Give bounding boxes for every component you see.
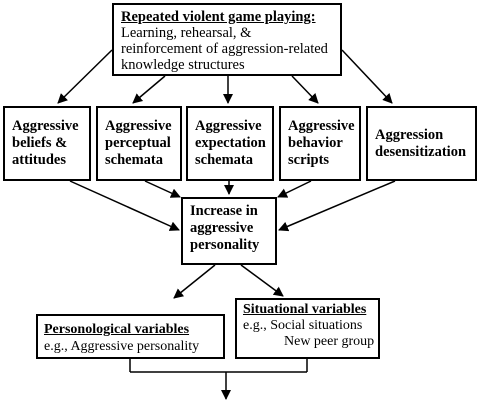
arrow-center-to-situational	[240, 264, 284, 297]
box-text-line: attitudes	[12, 152, 66, 168]
box-aggression-desensitization: Aggression desensitization	[366, 106, 477, 181]
arrow-top-to-beliefs	[57, 49, 113, 104]
box-text-line: aggressive	[190, 220, 254, 236]
personological-example: e.g., Aggressive personality	[44, 339, 200, 354]
box-text-line: perceptual	[105, 135, 171, 151]
arrow-top-to-perceptual	[132, 75, 166, 104]
box-text-line: Aggressive	[288, 118, 355, 134]
arrow-top-to-scripts	[291, 75, 319, 104]
situational-example: New peer group	[284, 334, 375, 349]
box-text-line: expectation	[195, 135, 266, 151]
box-text-line: schemata	[105, 152, 163, 168]
arrow-desensitization-to-center	[278, 180, 396, 232]
box-text-line: scripts	[288, 152, 330, 168]
top-box-title: Repeated violent game playing:	[121, 9, 316, 25]
arrow-beliefs-to-center	[69, 180, 180, 231]
top-box-line: knowledge structures	[121, 57, 245, 73]
box-text-line: behavior	[288, 135, 343, 151]
box-text-line: Increase in	[190, 203, 258, 219]
box-text-line: Aggression	[375, 126, 444, 143]
top-box-line: reinforcement of aggression-related	[121, 41, 328, 57]
box-aggressive-perceptual-schemata: Aggressive perceptual schemata	[96, 106, 182, 181]
box-personological-variables: Personological variables e.g., Aggressiv…	[36, 314, 225, 359]
box-aggressive-expectation-schemata: Aggressive expectation schemata	[186, 106, 274, 181]
box-text-line: Aggressive	[195, 118, 262, 134]
box-situational-variables: Situational variables e.g., Social situa…	[235, 298, 380, 359]
box-repeated-violent-game-playing: Repeated violent game playing: Learning,…	[112, 3, 342, 76]
arrow-top-to-desensitization	[341, 49, 393, 104]
situational-title: Situational variables	[243, 302, 367, 317]
top-box-line: Learning, rehearsal, &	[121, 25, 252, 41]
arrow-center-to-personological	[173, 264, 216, 299]
box-increase-aggressive-personality: Increase in aggressive personality	[181, 197, 277, 265]
personological-title: Personological variables	[44, 322, 190, 337]
arrow-scripts-to-center	[277, 180, 312, 198]
box-text-line: Aggressive	[105, 118, 172, 134]
box-text-line: Aggressive	[12, 118, 79, 134]
box-aggressive-behavior-scripts: Aggressive behavior scripts	[279, 106, 361, 181]
box-text-line: personality	[190, 237, 260, 253]
box-text-line: desensitization	[375, 143, 467, 160]
arrow-perceptual-to-center	[144, 180, 181, 198]
situational-example: e.g., Social situations	[243, 318, 363, 333]
box-aggressive-beliefs-attitudes: Aggressive beliefs & attitudes	[3, 106, 91, 181]
box-text-line: schemata	[195, 152, 253, 168]
box-text-line: beliefs &	[12, 135, 68, 151]
